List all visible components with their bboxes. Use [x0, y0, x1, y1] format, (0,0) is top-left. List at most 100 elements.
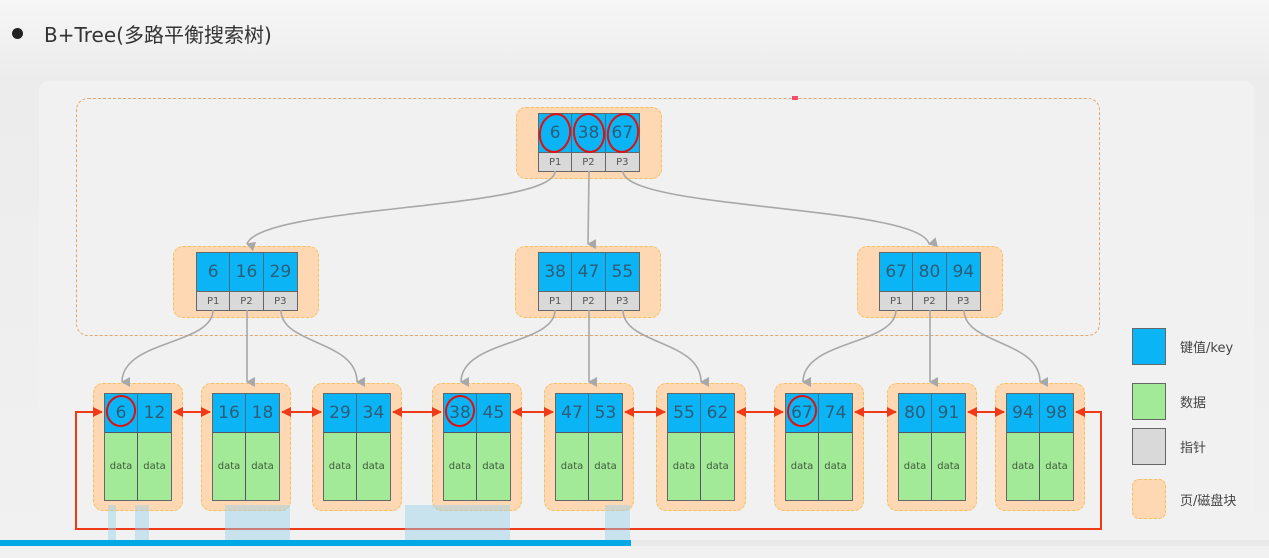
data-cell: data [819, 432, 852, 500]
key-cell: 55 [605, 253, 639, 291]
data-cell: data [444, 432, 477, 500]
annotation-mark [792, 96, 798, 100]
video-overlay-artifact [108, 505, 116, 540]
key-cell: 67 [880, 253, 914, 291]
key-cell: 29 [324, 394, 357, 432]
tree-arrow [587, 170, 597, 250]
tree-arrow [963, 309, 1049, 387]
legend-swatch-data [1132, 383, 1166, 420]
annotation-circle [786, 395, 818, 427]
pointer-cell: P2 [230, 291, 264, 310]
data-cell: data [786, 432, 819, 500]
tree-arrow [802, 309, 897, 388]
video-overlay-artifact [605, 505, 630, 540]
tree-arrow [280, 309, 366, 387]
legend-label: 数据 [1180, 396, 1207, 411]
data-cell: data [138, 432, 171, 500]
annotation-circle [444, 395, 476, 427]
data-cell: data [105, 432, 138, 500]
key-cell: 55 [668, 394, 701, 432]
data-cell: data [701, 432, 734, 500]
data-cell: data [246, 432, 279, 500]
data-cell: data [899, 432, 932, 500]
key-cell: 80 [913, 253, 947, 291]
tree-arrow [622, 309, 710, 387]
key-cell: 45 [477, 394, 510, 432]
pointer-cell: P1 [539, 291, 573, 310]
pointer-cell: P3 [605, 291, 639, 310]
pointer-cell: P3 [263, 291, 297, 310]
pointer-cell: P3 [946, 291, 980, 310]
annotation-circle [105, 395, 137, 427]
pointer-cell: P1 [880, 291, 914, 310]
tree-arrow [246, 170, 556, 252]
key-cell: 18 [246, 394, 279, 432]
key-cell: 62 [701, 394, 734, 432]
key-cell: 34 [357, 394, 390, 432]
annotation-circle [606, 113, 640, 153]
key-cell: 98 [1040, 394, 1073, 432]
key-cell: 94 [1007, 394, 1040, 432]
key-cell: 38 [539, 253, 573, 291]
data-cell: data [477, 432, 510, 500]
video-progress-bar[interactable] [0, 540, 1269, 546]
video-overlay-artifact [405, 505, 510, 540]
key-cell: 74 [819, 394, 852, 432]
key-cell: 80 [899, 394, 932, 432]
legend-item-key: 键值/key [1132, 328, 1233, 365]
data-cell: data [213, 432, 246, 500]
pointer-cell: P2 [913, 291, 947, 310]
key-cell: 29 [263, 253, 297, 291]
tree-arrow [121, 309, 214, 388]
key-cell: 16 [230, 253, 264, 291]
data-cell: data [932, 432, 965, 500]
legend-swatch-pointer [1132, 428, 1166, 465]
key-cell: 94 [946, 253, 980, 291]
data-cell: data [556, 432, 589, 500]
video-progress-fill [0, 540, 631, 546]
key-cell: 47 [556, 394, 589, 432]
pointer-cell: P1 [197, 291, 231, 310]
pointer-cell: P2 [572, 291, 606, 310]
legend-label: 键值/key [1180, 341, 1234, 356]
tree-arrow [460, 309, 556, 388]
data-cell: data [357, 432, 390, 500]
key-cell: 16 [213, 394, 246, 432]
annotation-circle [538, 113, 572, 153]
key-cell: 12 [138, 394, 171, 432]
data-cell: data [589, 432, 622, 500]
legend-item-data: 数据 [1132, 383, 1206, 420]
legend-label: 页/磁盘块 [1180, 493, 1237, 509]
legend-item-page: 页/磁盘块 [1132, 479, 1236, 519]
legend-label: 指针 [1180, 441, 1207, 456]
non-leaf-region [76, 98, 1100, 336]
key-cell: 91 [932, 394, 965, 432]
title-row: B+Tree(多路平衡搜索树) [12, 18, 272, 48]
key-cell: 6 [197, 253, 231, 291]
annotation-circle [572, 113, 606, 153]
bullet-icon [12, 27, 23, 39]
key-cell: 53 [589, 394, 622, 432]
legend-swatch-page [1132, 479, 1166, 519]
data-cell: data [1007, 432, 1040, 500]
data-cell: data [1040, 432, 1073, 500]
legend-item-pointer: 指针 [1132, 428, 1206, 465]
video-overlay-artifact [135, 505, 149, 540]
data-cell: data [324, 432, 357, 500]
video-overlay-artifact [225, 505, 290, 540]
page-title: B+Tree(多路平衡搜索树) [44, 22, 272, 47]
data-cell: data [668, 432, 701, 500]
key-cell: 47 [572, 253, 606, 291]
legend-swatch-key [1132, 328, 1166, 365]
tree-arrow [622, 170, 938, 248]
